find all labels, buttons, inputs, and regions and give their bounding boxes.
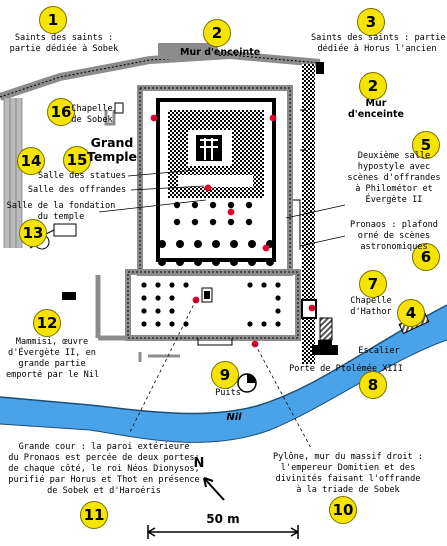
badge-1: 1 (39, 6, 67, 34)
label-ptolemy-gate: Porte de Ptolémée XIII (289, 364, 403, 374)
label-pronaos: Pronaos : plafond orné de scènes astrono… (350, 220, 438, 252)
badge-4: 4 (397, 299, 425, 327)
badge-8: 8 (359, 371, 387, 399)
label-great-court: Grande cour : la paroi extérieure du Pro… (8, 442, 200, 496)
scale-bar (147, 525, 299, 539)
label-enclosure-wall: Mur d'enceinte (180, 47, 261, 58)
north-arrow (203, 477, 225, 501)
label-scale: 50 m (206, 512, 240, 526)
badge-10: 10 (329, 496, 357, 524)
label-staircase: Escalier (358, 346, 400, 356)
badge-2: 2 (203, 19, 231, 47)
badge-3: 3 (357, 8, 385, 36)
badge-14: 14 (17, 147, 45, 175)
great-court (95, 269, 301, 346)
label-enclosure-wall-east: Mur d'enceinte (348, 98, 404, 120)
dashed-leaders (129, 299, 313, 451)
badge-12: 12 (33, 309, 61, 337)
label-mammisi: Mammisi, œuvre d'Évergète II, en grande … (6, 337, 100, 380)
enclosure-wall (0, 43, 324, 364)
label-well: Puits (215, 388, 241, 398)
low-walls (104, 110, 180, 362)
label-offerings-hall: Salle des offrandes (27, 185, 127, 195)
mammisi (62, 292, 76, 300)
badge-16: 16 (47, 98, 75, 126)
label-pylon: Pylône, mur du massif droit : l'empereur… (272, 452, 424, 495)
badge-11: 11 (80, 501, 108, 529)
label-grand-temple: Grand Temple (86, 135, 138, 164)
label-hypostyle: Deuxième salle hypostyle avec scènes d'o… (347, 151, 441, 205)
well-symbol (237, 373, 257, 393)
badge-13: 13 (19, 219, 47, 247)
badge-7: 7 (359, 270, 387, 298)
badge-9: 9 (211, 361, 239, 389)
label-north: N (193, 456, 205, 471)
badge-2b: 2 (359, 72, 387, 100)
label-hathor-chapel: Chapelle d'Hathor (350, 296, 392, 317)
label-horus-sanctuary: Saints des saints : partie dédiée à Horu… (311, 33, 446, 54)
label-nile: Nil (226, 412, 242, 423)
label-statues-hall: Salle des statues (38, 171, 126, 181)
label-sobek-sanctuary: Saints des saints : partie dédiée à Sobe… (9, 33, 119, 54)
label-sobek-chapel: Chapelle de Sobek (71, 104, 113, 125)
badge-5: 5 (412, 131, 440, 159)
leader-lines (98, 169, 346, 247)
hypostyle-columns (158, 201, 274, 266)
badge-6: 6 (412, 243, 440, 271)
badge-15: 15 (63, 146, 91, 174)
label-foundation-hall: Salle de la fondation du temple (6, 201, 116, 222)
